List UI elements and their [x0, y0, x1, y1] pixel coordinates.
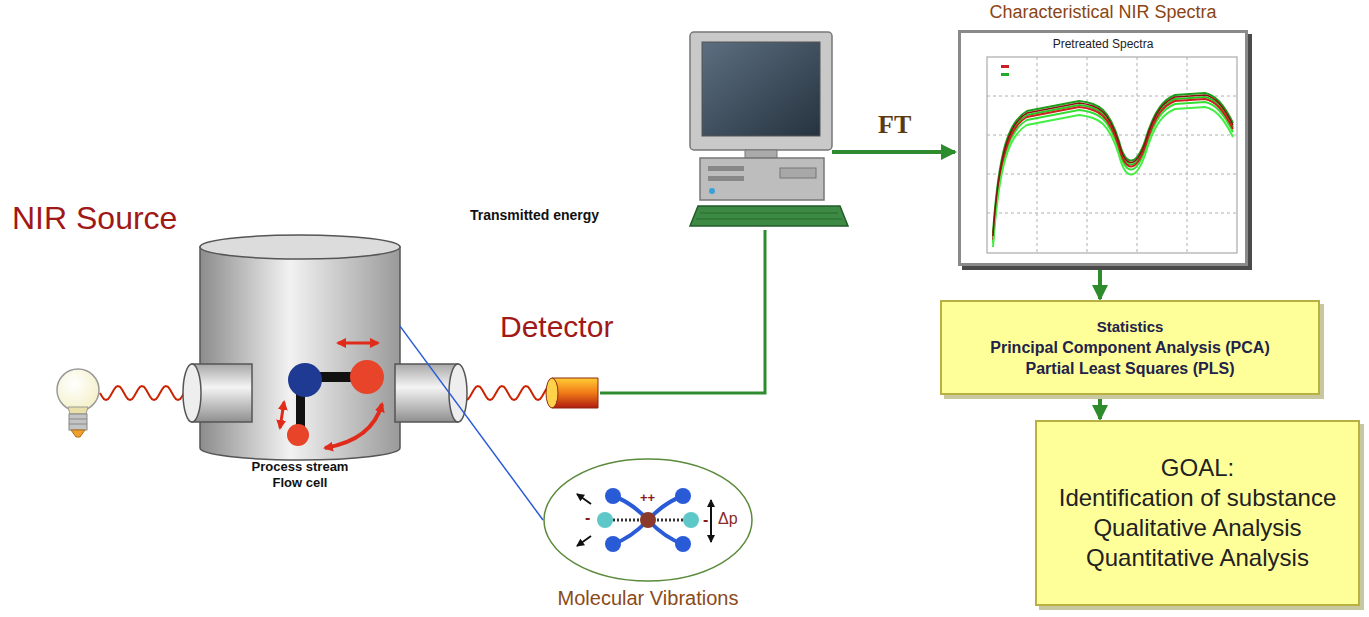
charge-label: - — [703, 512, 708, 528]
signal-label: Transmitted energy — [470, 207, 599, 223]
vibration-heading: Molecular Vibrations — [523, 587, 773, 610]
flow-cell-caption: Process stream Flow cell — [245, 459, 355, 491]
dipole-label: Δp — [718, 510, 738, 528]
detector-label: Detector — [500, 310, 613, 344]
flow-cell: Process stream Flow cell — [200, 235, 400, 452]
flow-arrow — [1098, 268, 1102, 299]
charge-label: - — [585, 510, 590, 526]
spectra-heading: Characteristical NIR Spectra — [941, 2, 1265, 23]
goal-heading: GOAL: — [1161, 453, 1234, 483]
statistics-box: StatisticsPrincipal Component Analysis (… — [940, 300, 1320, 395]
transform-label: FT — [878, 110, 911, 140]
chart-title: Pretreated Spectra — [961, 37, 1245, 51]
goal-line: Identification of substance — [1059, 483, 1337, 513]
method-line: Principal Component Analysis (PCA) — [990, 337, 1269, 358]
flow-arrow — [1098, 397, 1102, 419]
leader-connector — [400, 326, 543, 520]
charge-label: ++ — [640, 491, 655, 505]
method-line: Partial Least Squares (PLS) — [1026, 358, 1235, 379]
spectra-chart — [961, 33, 1245, 263]
vibration-ellipse: Molecular Vibrations++--Δp — [543, 458, 753, 582]
goal-box: GOAL:Identification of substanceQualitat… — [1035, 420, 1360, 606]
spectra-panel: Characteristical NIR SpectraPretreated S… — [958, 30, 1248, 266]
goal-line: Qualitative Analysis — [1093, 513, 1301, 543]
flow-cell-caption-holder: Process stream Flow cell — [200, 459, 400, 491]
goal-line: Quantitative Analysis — [1086, 543, 1309, 573]
source-label: NIR Source — [12, 200, 177, 237]
box-heading: Statistics — [1097, 317, 1164, 337]
